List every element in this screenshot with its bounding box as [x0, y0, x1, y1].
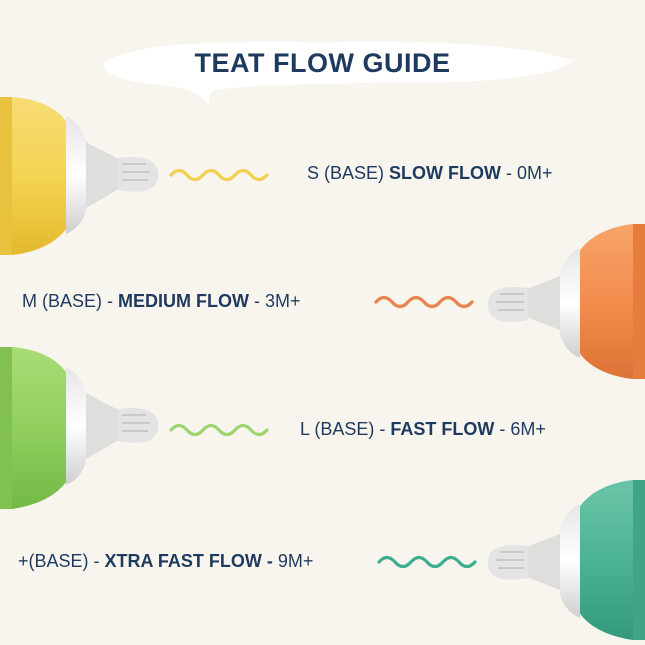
orange-bottle-icon [487, 224, 645, 379]
teal-bottle-icon [487, 480, 645, 640]
green-bottle-icon [0, 347, 159, 509]
teal-wave-icon [377, 555, 477, 569]
yellow-bottle-icon [0, 97, 159, 255]
xtra-fast-flow-name: XTRA FAST FLOW - [104, 551, 273, 571]
fast-flow-name: FAST FLOW [390, 419, 495, 439]
title-brush-background [0, 0, 645, 125]
slow-flow-age: - 0M+ [501, 163, 553, 183]
medium-flow-age: - 3M+ [249, 291, 301, 311]
fast-flow-age: - 6M+ [494, 419, 546, 439]
slow-flow-name: SLOW FLOW [389, 163, 502, 183]
green-wave-icon [169, 423, 269, 437]
medium-flow-name: MEDIUM FLOW [118, 291, 249, 311]
medium-flow-label: M (BASE) - MEDIUM FLOW - 3M+ [22, 291, 301, 312]
yellow-wave-icon [169, 168, 269, 182]
page-title: TEAT FLOW GUIDE [194, 48, 451, 78]
xtra-fast-flow-label: +(BASE) - XTRA FAST FLOW - 9M+ [18, 551, 313, 572]
slow-flow-label: S (BASE) SLOW FLOW - 0M+ [307, 163, 553, 184]
orange-wave-icon [374, 295, 474, 309]
fast-flow-prefix: L (BASE) - [300, 419, 391, 439]
slow-flow-prefix: S (BASE) [307, 163, 390, 183]
brush-stroke-icon [104, 41, 572, 104]
xtra-fast-flow-age: 9M+ [272, 551, 314, 571]
xtra-fast-flow-prefix: +(BASE) - [18, 551, 105, 571]
medium-flow-prefix: M (BASE) - [22, 291, 119, 311]
fast-flow-label: L (BASE) - FAST FLOW - 6M+ [300, 419, 546, 440]
